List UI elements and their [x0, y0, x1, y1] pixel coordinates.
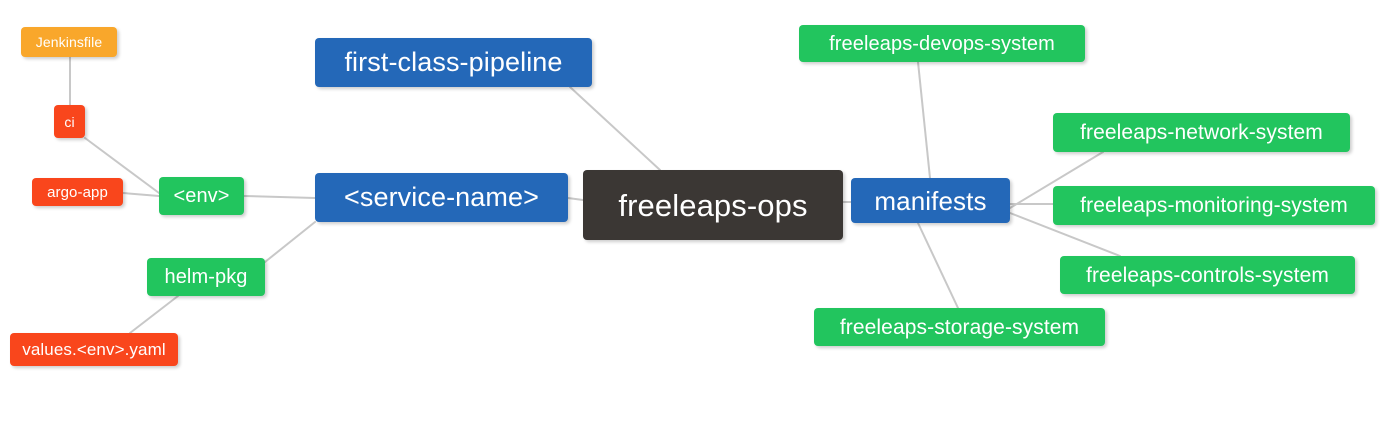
edge-argo-app-to-env — [122, 192, 160, 197]
edge-env-to-service-name — [243, 195, 316, 199]
mindmap-node-jenkinsfile[interactable]: Jenkinsfile — [21, 27, 117, 57]
edge-helm-pkg-to-values-env-yaml — [129, 295, 179, 334]
mindmap-node-service-name[interactable]: <service-name> — [315, 173, 568, 222]
mindmap-node-helm-pkg[interactable]: helm-pkg — [147, 258, 265, 296]
mindmap-node-argo-app[interactable]: argo-app — [32, 178, 123, 206]
mindmap-node-freeleaps-network-system[interactable]: freeleaps-network-system — [1053, 113, 1350, 152]
mindmap-node-ci[interactable]: ci — [54, 105, 85, 138]
mindmap-node-freeleaps-storage-system[interactable]: freeleaps-storage-system — [814, 308, 1105, 346]
mindmap-node-values-env-yaml[interactable]: values.<env>.yaml — [10, 333, 178, 366]
edge-freeleaps-devops-system-to-manifests — [917, 61, 931, 179]
edge-manifests-to-freeleaps-storage-system — [917, 222, 959, 309]
mindmap-node-first-class-pipeline[interactable]: first-class-pipeline — [315, 38, 592, 87]
mindmap-node-freeleaps-devops-system[interactable]: freeleaps-devops-system — [799, 25, 1085, 62]
edge-first-class-pipeline-to-freeleaps-ops — [569, 86, 661, 171]
edge-service-name-to-helm-pkg — [264, 221, 316, 263]
mindmap-node-freeleaps-monitoring-system[interactable]: freeleaps-monitoring-system — [1053, 186, 1375, 225]
mindmap-node-freeleaps-ops[interactable]: freeleaps-ops — [583, 170, 843, 240]
mindmap-node-manifests[interactable]: manifests — [851, 178, 1010, 223]
mindmap-node-env[interactable]: <env> — [159, 177, 244, 215]
edge-service-name-to-freeleaps-ops — [567, 197, 584, 201]
mindmap-node-freeleaps-controls-system[interactable]: freeleaps-controls-system — [1060, 256, 1355, 294]
